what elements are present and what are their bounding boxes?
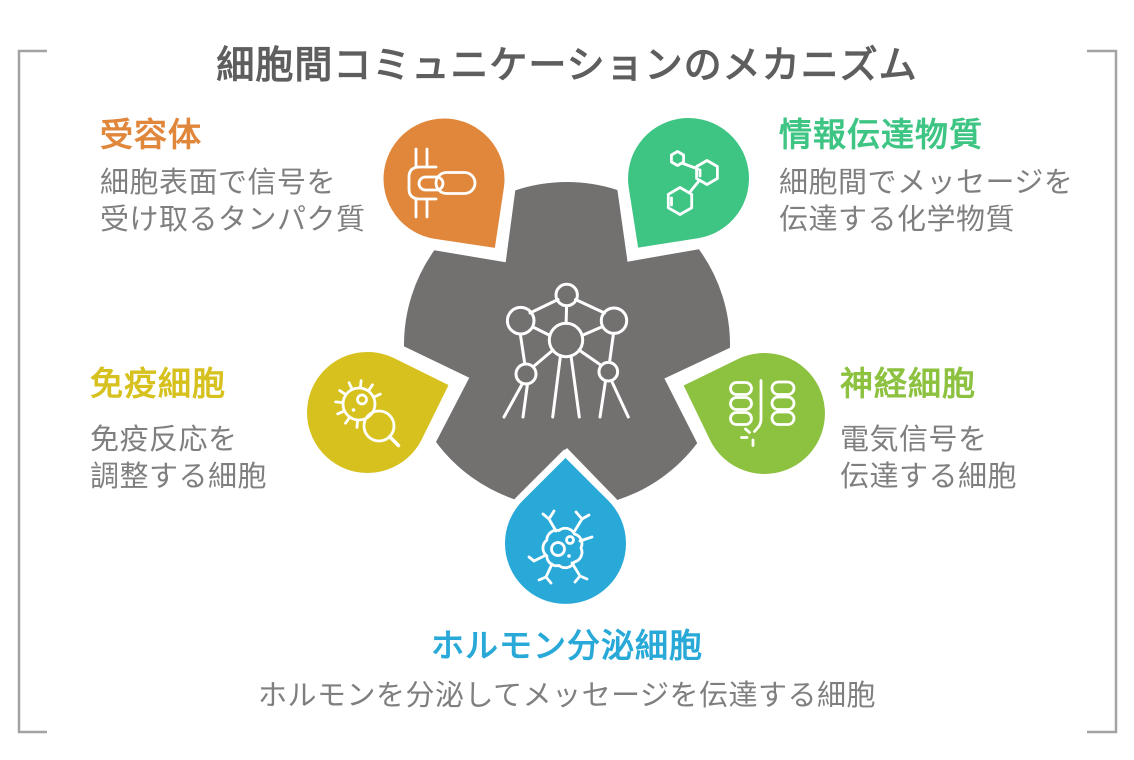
desc-line: 電気信号を [840, 424, 988, 456]
desc-line: 免疫反応を [90, 424, 238, 456]
chemical-molecule-icon [666, 150, 719, 216]
immune-desc: 免疫反応を 調整する細胞 [90, 422, 267, 496]
neuron-heading: 神経細胞 [840, 365, 976, 402]
receptor-heading: 受容体 [100, 116, 202, 153]
transmitter-petal [621, 110, 757, 256]
hormone-desc: ホルモンを分泌してメッセージを伝達する細胞 [257, 680, 877, 712]
hormone-petal [498, 449, 633, 611]
network-molecule-icon [502, 282, 630, 419]
desc-line: 調整する細胞 [90, 461, 268, 493]
page-title: 細胞間コミュニケーションのメカニズム [216, 45, 918, 87]
central-hub-shape [403, 181, 731, 500]
immune-petal [300, 345, 457, 480]
receptor-desc: 細胞表面で信号を 受け取るタンパク質 [100, 165, 366, 239]
receptor-ligand-icon [407, 147, 477, 219]
desc-line: 受け取るタンパク質 [100, 204, 366, 236]
right-corner-bracket [1087, 49, 1118, 734]
neuron-desc: 電気信号を 伝達する細胞 [840, 422, 1017, 496]
neuron-petal [675, 346, 832, 481]
immune-heading: 免疫細胞 [90, 365, 226, 402]
desc-line: 細胞間でメッセージを [779, 167, 1074, 199]
left-corner-bracket [17, 49, 47, 734]
hormone-heading: ホルモン分泌細胞 [431, 627, 703, 664]
transmitter-heading: 情報伝達物質 [779, 116, 983, 153]
desc-line: 伝達する化学物質 [779, 204, 1016, 236]
desc-line: 伝達する細胞 [840, 461, 1018, 493]
transmitter-desc: 細胞間でメッセージを 伝達する化学物質 [779, 165, 1073, 239]
synapse-icon [729, 379, 796, 447]
secreting-cell-icon [527, 509, 594, 585]
immune-cell-magnifier-icon [334, 379, 401, 448]
desc-line: 細胞表面で信号を [100, 167, 337, 199]
